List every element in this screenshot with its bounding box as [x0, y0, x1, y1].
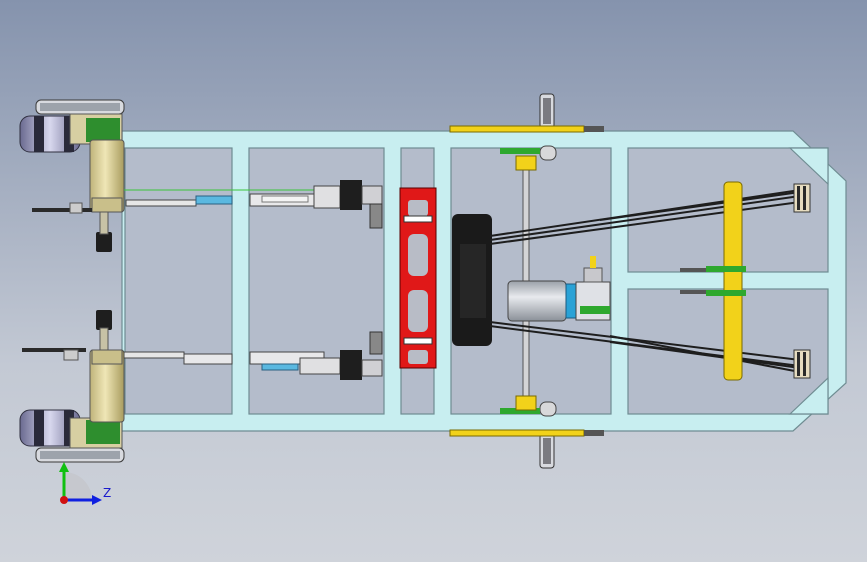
motor-encoder [96, 232, 112, 252]
servo [340, 350, 362, 380]
steering-motor [507, 256, 611, 322]
frame-opening-1 [124, 147, 233, 415]
side-wheel-top [449, 93, 604, 171]
front-caster-bottom [793, 349, 811, 379]
center-red-bracket [399, 187, 437, 369]
front-yellow-bar [680, 181, 746, 381]
frame-front-taper [788, 147, 829, 415]
rear-wheel-assembly-top [19, 99, 125, 252]
x-axis-origin [60, 496, 68, 504]
servo [340, 180, 362, 210]
front-caster-top [793, 183, 811, 213]
rear-wheel-assembly-bottom [19, 310, 125, 463]
cable-bundle [489, 189, 801, 373]
linkage-top [124, 180, 383, 229]
side-wheel-bottom [449, 395, 604, 469]
z-axis-label: Z [103, 486, 111, 500]
linkage-bottom [123, 331, 383, 380]
chain-link [125, 199, 197, 207]
motor-encoder [96, 310, 112, 330]
battery-pack [452, 214, 492, 346]
coordinate-triad: Z [59, 462, 111, 505]
chain-link [123, 351, 185, 359]
